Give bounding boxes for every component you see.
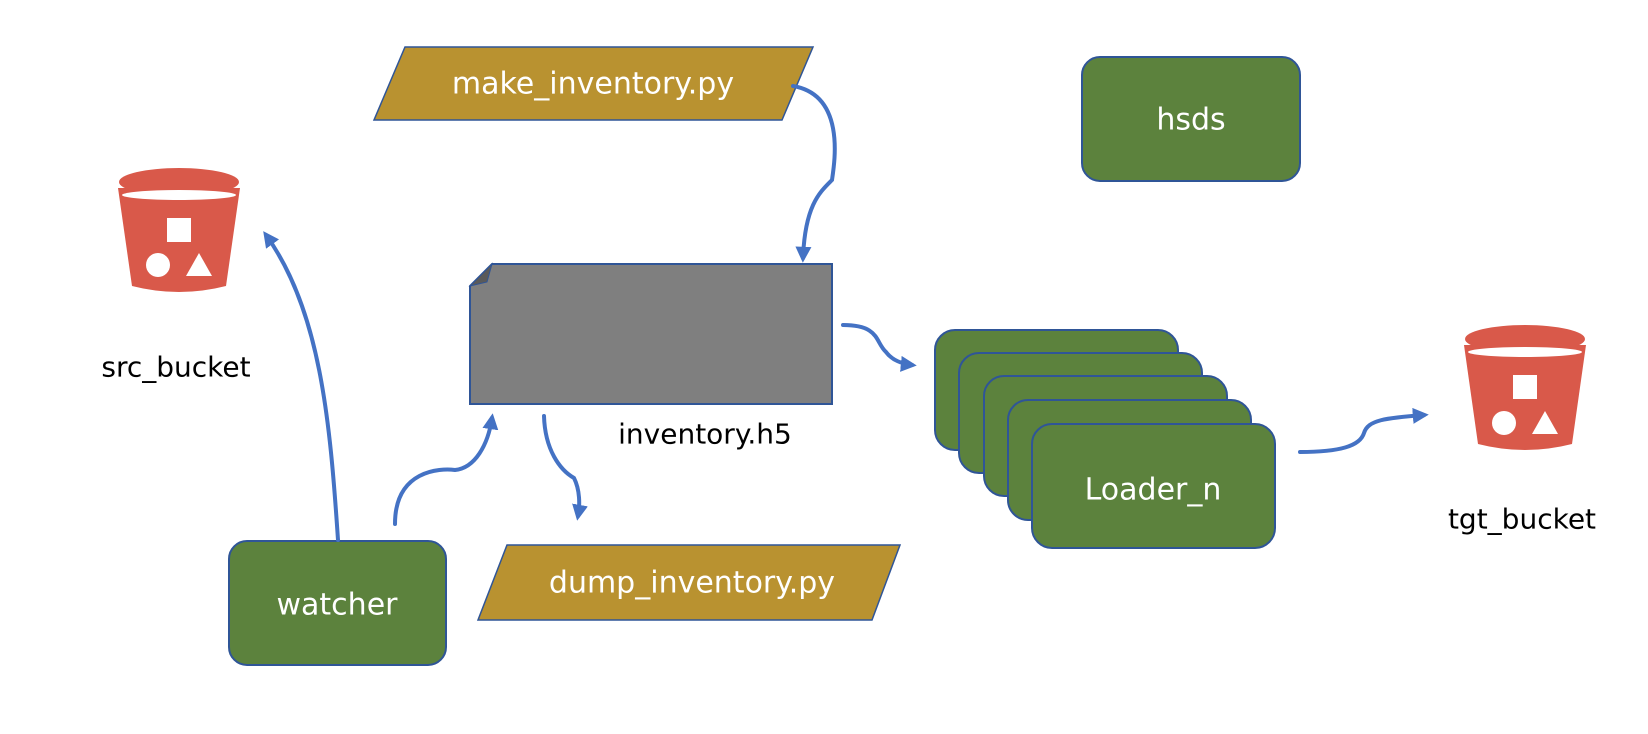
loader-to-tgt-bucket-arrow	[1298, 407, 1429, 454]
hsds-label: hsds	[1156, 103, 1225, 138]
loader-label: Loader_n	[1085, 473, 1222, 508]
make-inventory-to-file-arrow	[791, 84, 837, 263]
watcher-to-inventory-arrow	[393, 413, 499, 526]
inventory-to-dump-arrow	[542, 414, 588, 521]
tgt-bucket-label: tgt_bucket	[1448, 503, 1596, 536]
inventory-file-label: inventory.h5	[618, 418, 792, 451]
s3-bucket-icon	[1464, 325, 1586, 450]
loader-stack[interactable]: Loader_n	[934, 329, 1276, 549]
watcher-to-src-bucket-arrow	[263, 231, 340, 542]
s3-bucket-icon	[118, 168, 240, 292]
inventory-to-loader-arrow	[841, 323, 917, 372]
hsds-process[interactable]: hsds	[1081, 56, 1301, 182]
watcher-process[interactable]: watcher	[228, 540, 447, 666]
watcher-label: watcher	[277, 588, 399, 623]
make-inventory-label: make_inventory.py	[452, 67, 734, 102]
inventory-file[interactable]	[468, 262, 833, 405]
src-bucket-label: src_bucket	[101, 351, 250, 384]
dump-inventory-label: dump_inventory.py	[549, 566, 835, 601]
loader-card-front	[1031, 423, 1276, 549]
make-inventory-script[interactable]: make_inventory.py	[372, 46, 815, 121]
dump-inventory-script[interactable]: dump_inventory.py	[476, 544, 902, 621]
